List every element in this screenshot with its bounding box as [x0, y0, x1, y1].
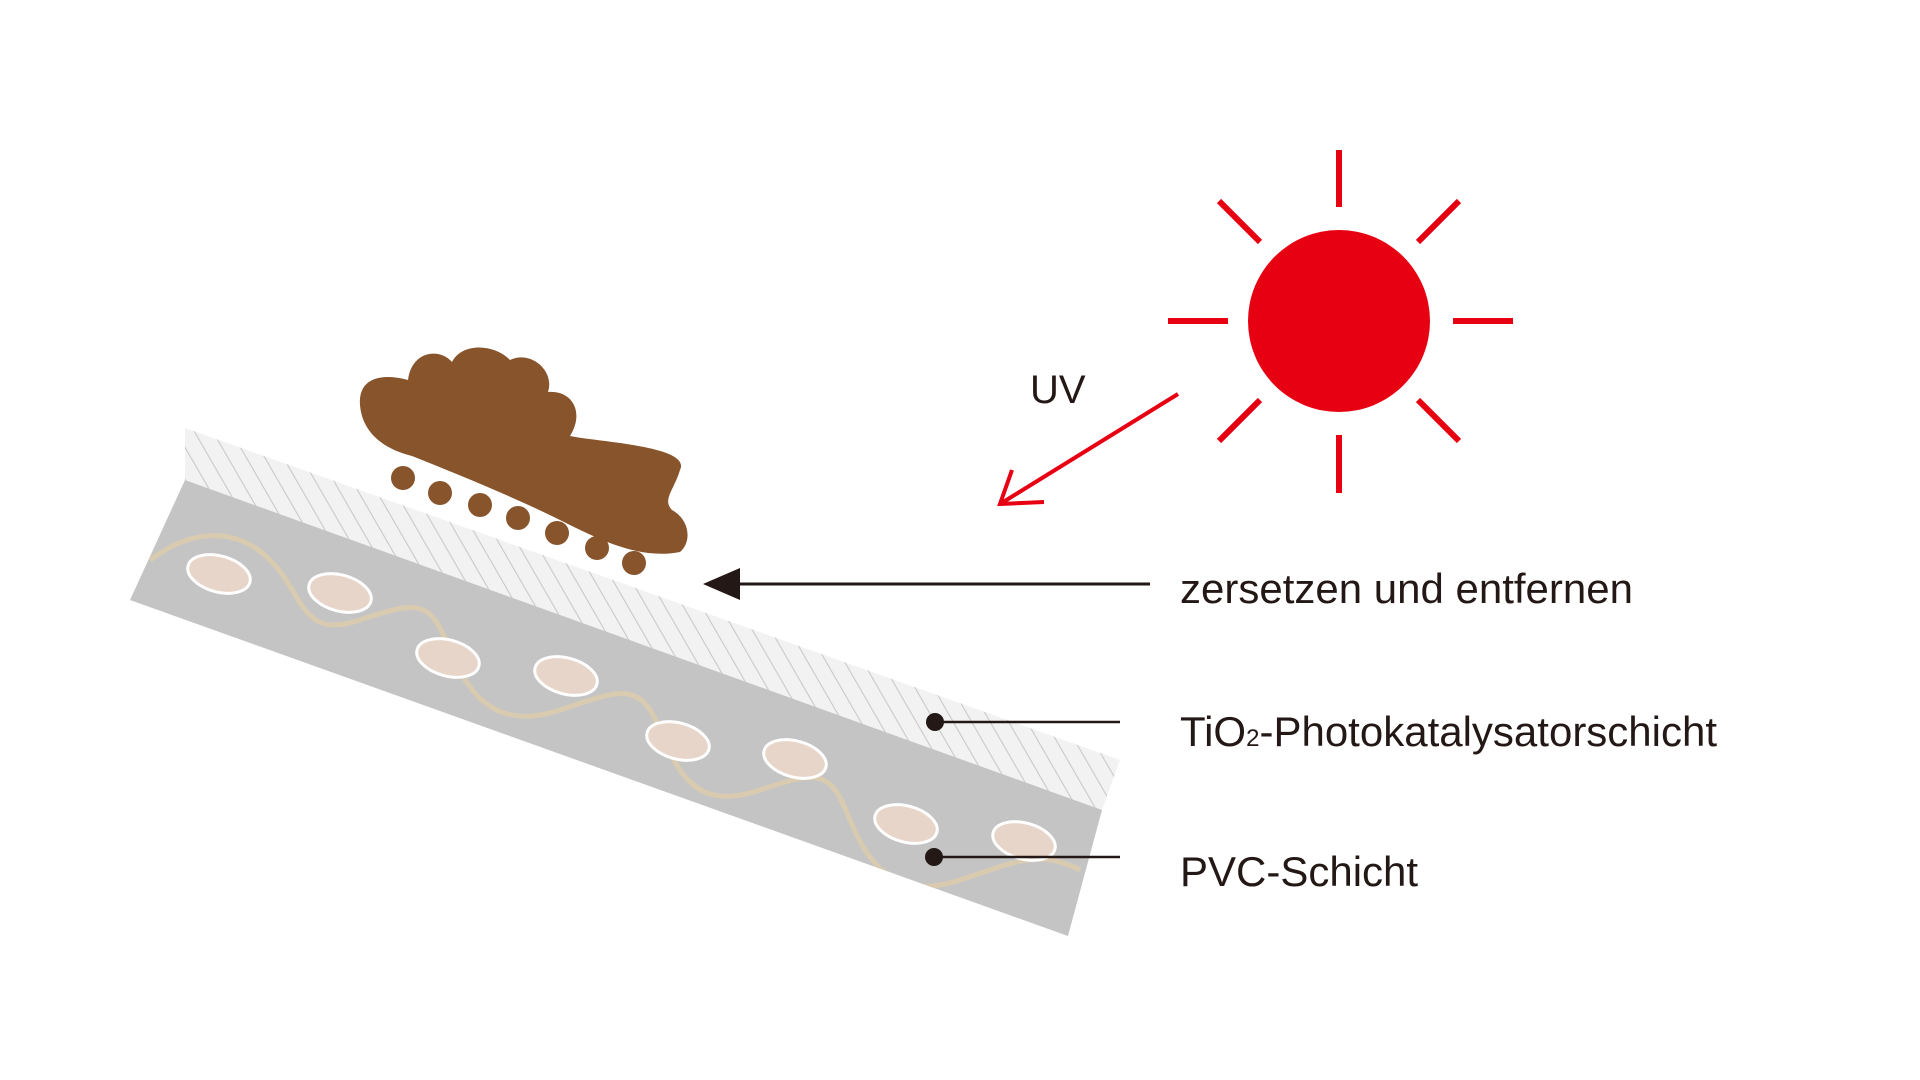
pvc-leader-line — [925, 848, 1120, 866]
arrow-down-left-icon — [997, 392, 1180, 507]
pvc-layer — [130, 480, 1102, 936]
tio2-coating-hatch — [185, 428, 1120, 810]
fabric-particles — [186, 553, 1057, 862]
dirt-particles — [391, 466, 646, 575]
tio2-label-suffix: -Photokatalysatorschicht — [1259, 708, 1718, 755]
arrow-left-icon — [703, 568, 1150, 600]
uv-label: UV — [1030, 368, 1086, 412]
tio2-label-subscript: 2 — [1246, 725, 1260, 752]
tio2-layer-label: TiO2-Photokatalysatorschicht — [1180, 711, 1717, 753]
sun-icon — [1168, 150, 1513, 493]
tio2-leader-line — [926, 713, 1120, 731]
decompose-label: zersetzen und entfernen — [1180, 565, 1633, 612]
tio2-label-prefix: TiO — [1180, 708, 1247, 755]
dirt-blob — [359, 347, 688, 554]
pvc-layer-label: PVC-Schicht — [1180, 848, 1419, 895]
